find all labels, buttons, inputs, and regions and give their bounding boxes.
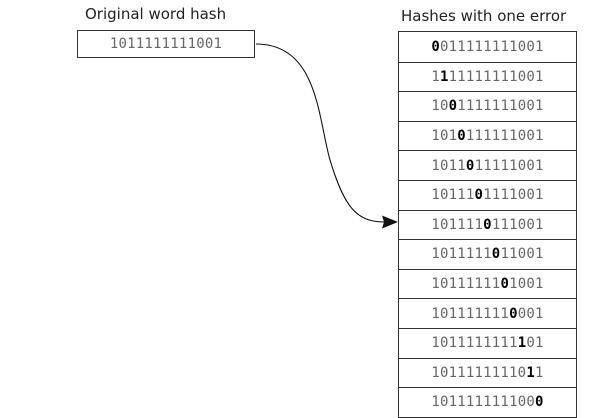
hash-bits: 11111001: [474, 157, 544, 174]
flipped-bit: 0: [465, 157, 475, 174]
hash-bits: 001: [517, 305, 544, 322]
arrow-head: [382, 215, 398, 229]
hash-bits: 011111111001: [440, 38, 544, 55]
hash-bits: 10111: [431, 187, 475, 204]
variants-title: Hashes with one error: [401, 7, 567, 25]
hash-bits: 1011111111: [431, 335, 518, 352]
hash-bits: 111001: [491, 216, 544, 233]
hash-bits: 111111001: [465, 128, 544, 145]
hash-bits: 11111111001: [448, 68, 544, 85]
original-hash-box: 1011111111001: [77, 30, 255, 58]
arrow-curve: [255, 43, 385, 223]
hash-bits: 1001: [509, 276, 544, 293]
hash-bits: 11001: [500, 246, 544, 263]
flipped-bit: 0: [457, 128, 466, 145]
flipped-bit: 0: [534, 394, 544, 411]
flipped-bit: 1: [440, 68, 449, 85]
flipped-bit: 0: [509, 305, 518, 322]
hash-bits: 101111: [431, 216, 484, 233]
hash-bits: 101111111100: [431, 394, 535, 411]
hash-bits: 1011111: [431, 246, 492, 263]
hash-bits: 1011: [431, 157, 466, 174]
flipped-bit: 0: [431, 38, 441, 55]
hash-bits: 1: [534, 364, 544, 381]
original-hash-title: Original word hash: [85, 5, 227, 23]
hash-bits: 01: [526, 335, 544, 352]
flipped-bit: 0: [491, 246, 501, 263]
flipped-bit: 0: [483, 216, 492, 233]
hash-bits: 10111111110: [431, 364, 527, 381]
hash-bits: 1: [431, 68, 441, 85]
flipped-bit: 0: [448, 98, 458, 115]
hash-bits: 10111111: [431, 276, 501, 293]
hash-bits: 10: [431, 98, 449, 115]
flipped-bit: 0: [500, 276, 510, 293]
hash-bits: 1111001: [483, 187, 544, 204]
hash-bits: 1111111001: [457, 98, 544, 115]
flipped-bit: 1: [517, 335, 527, 352]
hash-bits: 101: [431, 128, 458, 145]
flipped-bit: 0: [474, 187, 484, 204]
hash-bits: 101111111: [431, 305, 510, 322]
flipped-bit: 1: [526, 364, 535, 381]
